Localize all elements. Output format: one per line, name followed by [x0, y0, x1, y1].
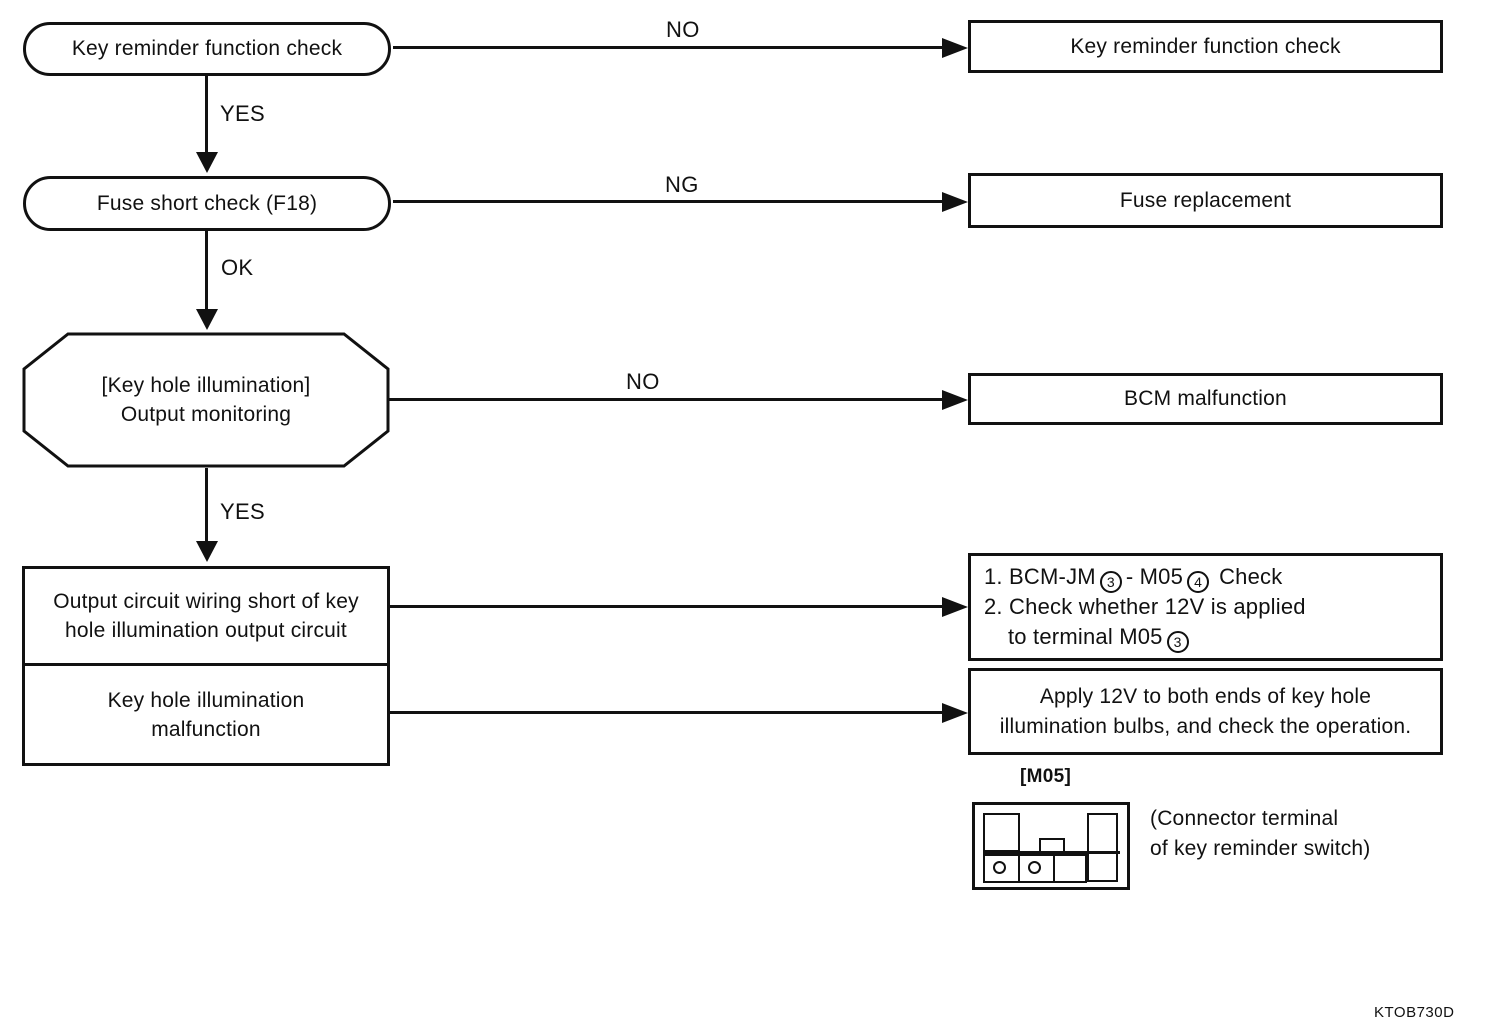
- branch-label-ok: OK: [219, 255, 256, 281]
- figure-code: KTOB730D: [1374, 1004, 1455, 1021]
- result-bcm-jm-check: 1. BCM-JM 3 - M05 4 Check 2. Check wheth…: [968, 553, 1443, 661]
- result-key-reminder-function-check: Key reminder function check: [968, 20, 1443, 73]
- circled-number-3-icon: 3: [1099, 571, 1122, 593]
- node-label-line1: [Key hole illumination]: [101, 374, 311, 397]
- node-output-monitoring: [Key hole illumination] Output monitorin…: [22, 332, 390, 468]
- node-label-line2: hole illumination output circuit: [65, 619, 347, 642]
- arrow-head: [196, 152, 218, 173]
- result-label: BCM malfunction: [1124, 387, 1287, 410]
- branch-label-no: NO: [664, 17, 702, 43]
- arrow-line: [388, 398, 943, 401]
- circled-number-3-icon: 3: [1166, 631, 1189, 653]
- arrow-line: [393, 46, 943, 49]
- node-output-circuit-wiring-short: Output circuit wiring short of key hole …: [25, 569, 387, 666]
- connector-cell-divider: [1053, 856, 1055, 881]
- connector-caption: (Connector terminal of key reminder swit…: [1150, 804, 1371, 864]
- step-text: to terminal M05: [1008, 624, 1163, 649]
- connector-m05-label: [M05]: [1020, 766, 1072, 787]
- step-text: - M05: [1125, 564, 1184, 589]
- connector-caption-line2: of key reminder switch): [1150, 837, 1371, 860]
- connector-m05-diagram: [972, 802, 1130, 890]
- node-label-line2: malfunction: [151, 717, 261, 741]
- arrow-head: [942, 192, 968, 212]
- result-label: Key reminder function check: [1070, 34, 1341, 58]
- arrow-head: [942, 703, 968, 723]
- octagon-outline: [22, 332, 390, 468]
- step-text: Check: [1219, 564, 1283, 589]
- node-label-line1: Key hole illumination: [107, 688, 305, 712]
- node-label-line2: Output monitoring: [120, 403, 292, 426]
- step-text: 1. BCM-JM: [984, 564, 1096, 589]
- circled-number-4-icon: 4: [1187, 571, 1210, 593]
- check-step-1: 1. BCM-JM 3 - M05 4 Check: [984, 562, 1283, 593]
- branch-label-ng: NG: [663, 172, 701, 198]
- check-step-2-cont: to terminal M05 3: [984, 622, 1193, 653]
- branch-label-yes: YES: [218, 499, 267, 525]
- connector-caption-line1: (Connector terminal: [1150, 807, 1339, 830]
- arrow-head: [942, 597, 968, 617]
- node-key-reminder-function-check: Key reminder function check: [23, 22, 391, 76]
- arrow-line: [390, 605, 943, 608]
- node-label: Fuse short check (F18): [96, 191, 318, 215]
- result-label: Fuse replacement: [1119, 188, 1292, 212]
- node-cause-table: Output circuit wiring short of key hole …: [22, 566, 390, 766]
- arrow-line: [390, 711, 943, 714]
- connector-pin-row: [983, 854, 1087, 883]
- connector-slot-right: [1087, 813, 1118, 882]
- node-key-hole-illumination-malfunction: Key hole illumination malfunction: [25, 666, 387, 763]
- node-label: Key reminder function check: [71, 37, 343, 60]
- connector-pin-hole-icon: [993, 861, 1006, 874]
- connector-pin-hole-icon: [1028, 861, 1041, 874]
- result-fuse-replacement: Fuse replacement: [968, 173, 1443, 228]
- result-bcm-malfunction: BCM malfunction: [968, 373, 1443, 425]
- arrow-line: [393, 200, 943, 203]
- arrow-line: [205, 76, 208, 153]
- octagon-shape: [22, 332, 390, 468]
- arrow-head: [196, 541, 218, 562]
- result-label-line1: Apply 12V to both ends of key hole: [1039, 684, 1372, 708]
- branch-label-no: NO: [624, 369, 662, 395]
- result-label-line2: illumination bulbs, and check the operat…: [999, 714, 1412, 738]
- check-step-2: 2. Check whether 12V is applied: [984, 594, 1306, 619]
- branch-label-yes: YES: [218, 101, 267, 127]
- arrow-line: [205, 468, 208, 541]
- arrow-head: [942, 390, 968, 410]
- node-fuse-short-check: Fuse short check (F18): [23, 176, 391, 231]
- node-label-line1: Output circuit wiring short of key: [53, 590, 359, 613]
- arrow-line: [205, 231, 208, 309]
- connector-cell-divider: [1018, 856, 1020, 881]
- result-apply-12v: Apply 12V to both ends of key hole illum…: [968, 668, 1443, 755]
- node-label-group: [Key hole illumination] Output monitorin…: [22, 332, 390, 468]
- arrow-head: [942, 38, 968, 58]
- arrow-head: [196, 309, 218, 330]
- connector-slot-left: [983, 813, 1020, 852]
- connector-mid-line: [983, 851, 1120, 854]
